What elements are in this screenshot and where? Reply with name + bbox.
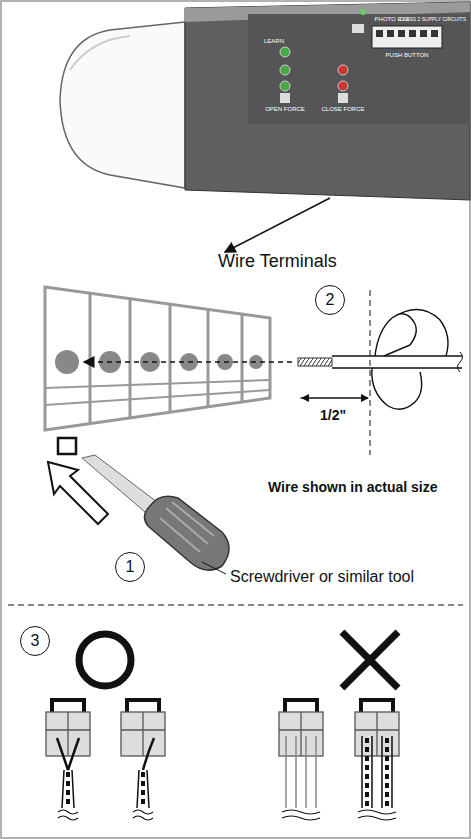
label: CLOSE FORCE bbox=[321, 106, 364, 113]
callout-text: 3 bbox=[31, 632, 40, 650]
label: Wire shown in actual size bbox=[268, 480, 437, 495]
label: Wire Terminals bbox=[218, 252, 337, 272]
callout-number: 1 bbox=[115, 552, 145, 582]
callout-number: 3 bbox=[20, 626, 50, 656]
label: 1/2" bbox=[320, 408, 346, 423]
label: Screwdriver or similar tool bbox=[230, 568, 414, 586]
callout-text: 2 bbox=[326, 291, 335, 309]
callout-text: 1 bbox=[126, 558, 135, 576]
callout-number: 2 bbox=[315, 285, 345, 315]
label: OPEN FORCE bbox=[265, 106, 305, 113]
label: LEARN bbox=[264, 38, 284, 45]
label: PUSH BUTTON bbox=[386, 52, 429, 59]
label: CLASS 2 SUPPLY CIRCUITS bbox=[400, 17, 466, 23]
